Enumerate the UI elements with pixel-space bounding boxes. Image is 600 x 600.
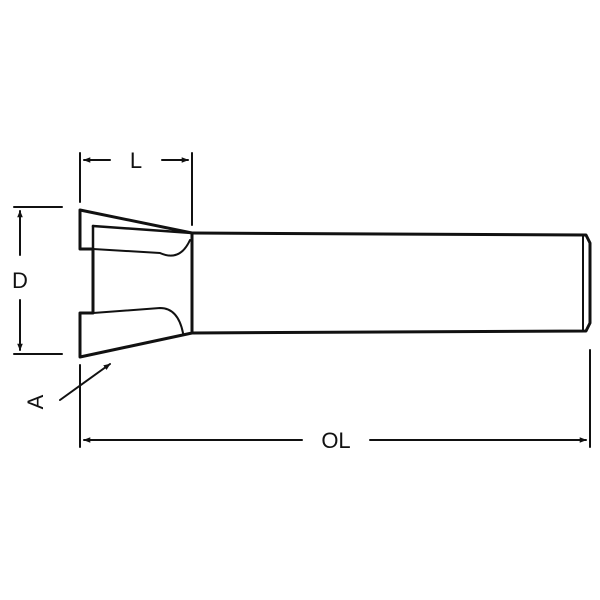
length-label: L <box>130 148 142 173</box>
dimension-angle: A <box>23 363 111 409</box>
shank <box>190 231 592 335</box>
dimension-diameter: D <box>12 206 63 355</box>
dimension-length: L <box>79 148 193 226</box>
dimension-overall-length: OL <box>79 349 591 453</box>
angle-label: A <box>23 394 48 409</box>
overall-length-label: OL <box>321 428 350 453</box>
diameter-label: D <box>12 268 28 293</box>
cutter-head <box>78 208 194 359</box>
